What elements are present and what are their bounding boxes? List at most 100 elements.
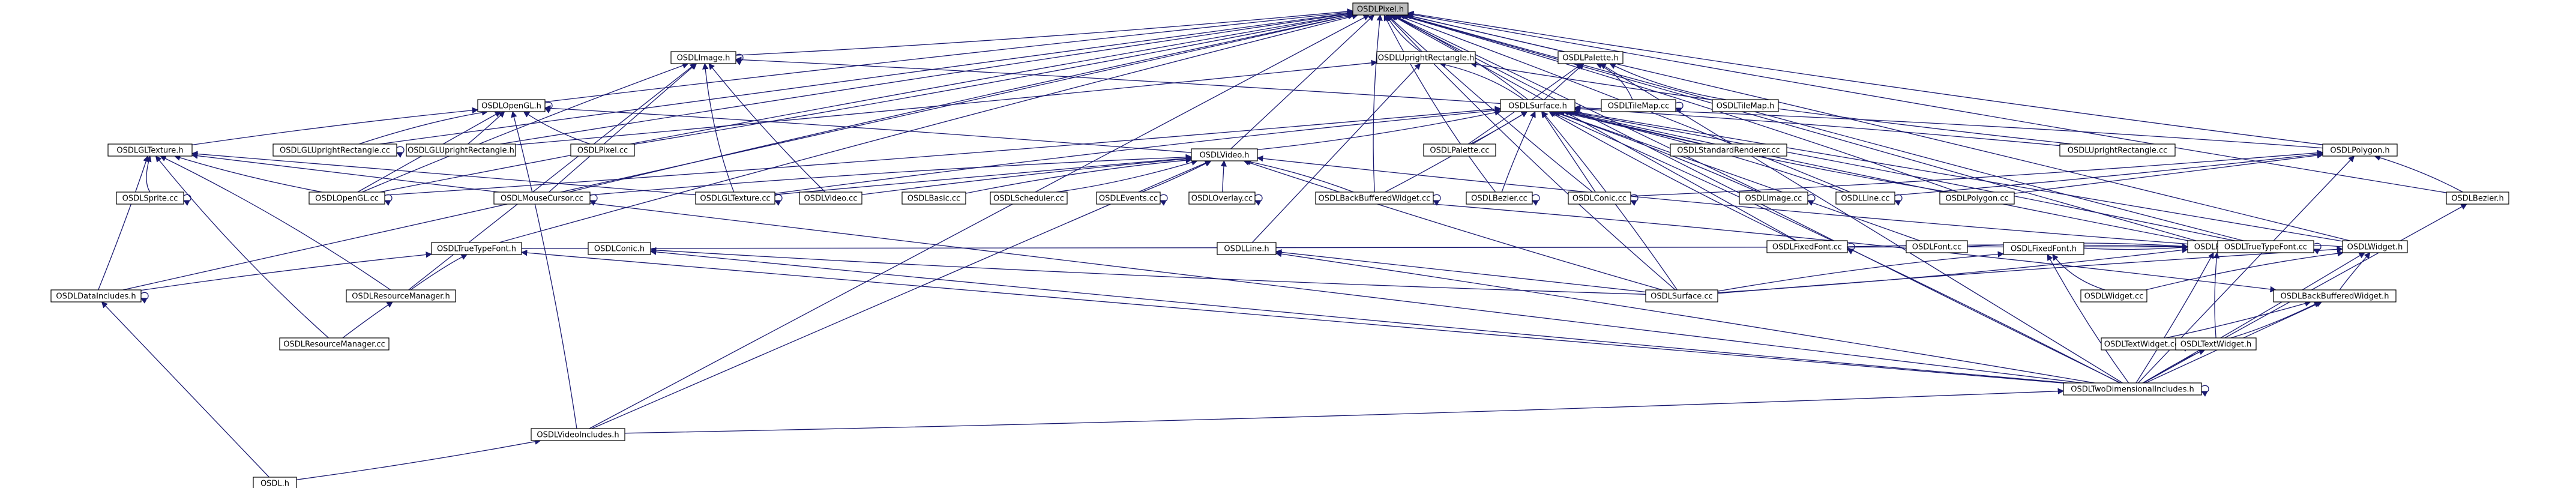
node-pixel_h[interactable]: OSDLPixel.h [1352, 2, 1409, 16]
node-videoincludes_h[interactable]: OSDLVideoIncludes.h [531, 428, 625, 441]
node-label: OSDLBezier.cc [1471, 194, 1527, 203]
node-events_cc[interactable]: OSDLEvents.cc [1096, 191, 1161, 205]
node-stdrenderer_cc[interactable]: OSDLStandardRenderer.cc [1670, 143, 1787, 157]
edge-gluprect_h-to-uprect_h [515, 59, 1378, 145]
edge-image_h-to-pixel_h [735, 8, 1354, 56]
node-font_cc[interactable]: OSDLFont.cc [1906, 240, 1968, 253]
node-polygon_cc[interactable]: OSDLPolygon.cc [1939, 191, 2015, 205]
edge-gltexture_cc-to-video_h [774, 155, 1193, 195]
node-widget_cc[interactable]: OSDLWidget.cc [2080, 289, 2147, 303]
edge-image_cc-to-pixel_h [1392, 14, 1762, 193]
node-uprect_cc[interactable]: OSDLUprightRectangle.cc [2059, 143, 2176, 157]
node-label: OSDLTextWidget.cc [2104, 340, 2179, 349]
node-box [2342, 240, 2408, 253]
node-box [346, 289, 456, 303]
edge-conic_cc-to-surface_h [1541, 111, 1596, 193]
node-mousecursor_cc[interactable]: OSDLMouseCursor.cc [493, 191, 591, 205]
edge-polygon_cc-to-polygon_h [2014, 152, 2324, 194]
node-resmgr_h[interactable]: OSDLResourceManager.h [346, 289, 456, 303]
node-video_cc[interactable]: OSDLVideo.cc [799, 191, 862, 205]
node-image_h[interactable]: OSDLImage.h [670, 51, 736, 64]
edge-resmgr_cc-to-gltexture_h [155, 155, 329, 339]
node-bbwidget_h[interactable]: OSDLBackBufferedWidget.h [2273, 289, 2397, 303]
node-pixel_cc[interactable]: OSDLPixel.cc [570, 143, 635, 157]
edge-line_cc-to-polygon_h [1894, 151, 2324, 196]
edge-video_cc-to-image_h [708, 63, 826, 193]
node-twodim_h[interactable]: OSDLTwoDimensionalIncludes.h [2063, 382, 2202, 396]
node-scheduler_cc[interactable]: OSDLScheduler.cc [990, 191, 1068, 205]
node-box [2322, 143, 2398, 157]
node-surface_h[interactable]: OSDLSurface.h [1500, 99, 1575, 112]
node-ttfont_h[interactable]: OSDLTrueTypeFont.h [431, 242, 522, 255]
node-gluprect_cc[interactable]: OSDLGLUprightRectangle.cc [272, 143, 397, 157]
edge-font_cc-to-surface_h [1554, 110, 1920, 241]
node-gltexture_cc[interactable]: OSDLGLTexture.cc [695, 191, 775, 205]
node-gltexture_h[interactable]: OSDLGLTexture.h [107, 143, 193, 157]
node-box [2003, 242, 2084, 255]
node-line_cc[interactable]: OSDLLine.cc [1835, 191, 1895, 205]
node-overlay_cc[interactable]: OSDLOverlay.cc [1188, 191, 1256, 205]
edge-uprect_cc-to-surface_h [1574, 106, 2060, 146]
node-polygon_h[interactable]: OSDLPolygon.h [2322, 143, 2398, 157]
edge-ttfont_cc-to-pixel_h [1402, 13, 2243, 241]
node-osdl_h[interactable]: OSDL.h [253, 477, 297, 488]
edge-surface_cc-to-line_h [1275, 249, 1646, 293]
node-basic_cc[interactable]: OSDLBasic.cc [901, 191, 966, 205]
node-bezier_h[interactable]: OSDLBezier.h [2446, 191, 2509, 205]
node-label: OSDLImage.cc [1745, 194, 1802, 203]
edge-gltexture_cc-to-surface_h [774, 107, 1502, 194]
node-widget_h[interactable]: OSDLWidget.h [2342, 240, 2408, 253]
node-opengl_cc[interactable]: OSDLOpenGL.cc [308, 191, 385, 205]
edge-osdl_h-to-videoincludes_h [296, 438, 541, 480]
node-box [1939, 191, 2015, 205]
self-loop-line_cc [1894, 194, 1903, 206]
node-conic_cc[interactable]: OSDLConic.cc [1568, 191, 1631, 205]
node-gluprect_h[interactable]: OSDLGLUprightRectangle.h [406, 143, 516, 157]
node-box [1191, 148, 1258, 161]
node-uprect_h[interactable]: OSDLUprightRectangle.h [1376, 51, 1476, 64]
node-conic_h[interactable]: OSDLConic.h [588, 242, 651, 255]
edge-resmgr_cc-to-resmgr_h [342, 301, 393, 339]
node-label: OSDLConic.cc [1572, 194, 1627, 203]
node-tilemap_cc[interactable]: OSDLTileMap.cc [1601, 99, 1676, 112]
node-box [406, 143, 516, 157]
edge-polygon_cc-to-pixel_h [1398, 13, 1958, 193]
node-resmgr_cc[interactable]: OSDLResourceManager.cc [279, 337, 390, 351]
node-palette_h[interactable]: OSDLPalette.h [1557, 51, 1624, 64]
edge-resmgr_h-to-image_h [408, 63, 697, 291]
node-fixedfont_cc[interactable]: OSDLFixedFont.cc [1766, 240, 1848, 253]
node-image_cc[interactable]: OSDLImage.cc [1739, 191, 1808, 205]
node-label: OSDLConic.h [594, 245, 645, 254]
node-ttfont_cc[interactable]: OSDLTrueTypeFont.cc [2217, 240, 2314, 253]
edge-line_h-to-uprect_h [1251, 63, 1421, 243]
edge-bbwidget_cc-to-bbwidget_h [1433, 203, 2277, 293]
node-box [1466, 191, 1533, 205]
node-box [1645, 289, 1718, 303]
edge-widget_cc-to-widget_h [2145, 250, 2344, 291]
node-textwidget_h[interactable]: OSDLTextWidget.h [2175, 337, 2257, 351]
edge-conic_cc-to-polygon_h [1630, 149, 2324, 197]
edge-gltexture_cc-to-image_h [702, 62, 735, 193]
edge-twodim_h-to-gltexture_h [191, 152, 2083, 384]
node-textwidget_cc[interactable]: OSDLTextWidget.cc [2101, 337, 2182, 351]
node-opengl_h[interactable]: OSDLOpenGL.h [477, 99, 546, 112]
node-label: OSDLSurface.h [1508, 102, 1567, 111]
node-label: OSDLLine.h [1224, 245, 1269, 254]
node-bezier_cc[interactable]: OSDLBezier.cc [1466, 191, 1533, 205]
node-bbwidget_cc[interactable]: OSDLBackBufferedWidget.cc [1315, 191, 1434, 205]
node-label: OSDLBackBufferedWidget.cc [1319, 194, 1431, 203]
edge-opengl_cc-to-image_h [362, 62, 689, 193]
node-sprite_cc[interactable]: OSDLSprite.cc [116, 191, 184, 205]
node-surface_cc[interactable]: OSDLSurface.cc [1645, 289, 1718, 303]
edge-twodim_h-to-fixedfont_h [2047, 254, 2129, 384]
self-loops-layer [140, 53, 2322, 397]
node-tilemap_h[interactable]: OSDLTileMap.h [1712, 99, 1779, 112]
node-video_h[interactable]: OSDLVideo.h [1191, 148, 1258, 161]
node-fixedfont_h[interactable]: OSDLFixedFont.h [2003, 242, 2084, 255]
node-line_h[interactable]: OSDLLine.h [1217, 242, 1277, 255]
node-palette_cc[interactable]: OSDLPalette.cc [1423, 143, 1496, 157]
node-box [588, 242, 651, 255]
node-box [990, 191, 1068, 205]
node-label: OSDLTwoDimensionalIncludes.h [2071, 385, 2194, 394]
node-dataincludes_h[interactable]: OSDLDataIncludes.h [50, 289, 142, 303]
